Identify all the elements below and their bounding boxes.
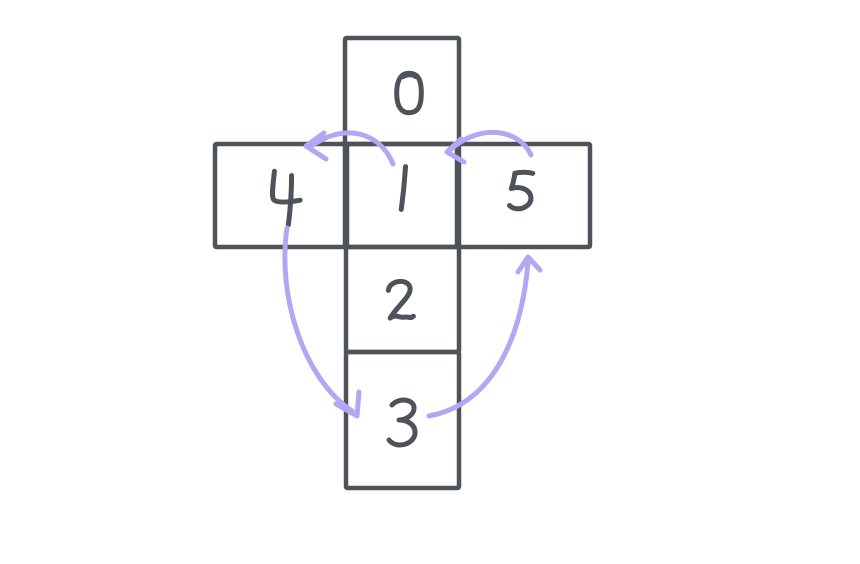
cell-0-border [342, 35, 462, 147]
arrow-5-to-1 [444, 129, 534, 165]
arrow-5-to-1-head [444, 136, 467, 165]
cell-5 [454, 141, 593, 250]
arrow-4-to-3 [282, 225, 362, 419]
cell-1 [342, 141, 462, 250]
arrow-4-to-3-curve [282, 225, 355, 414]
cell-1-digit [401, 167, 405, 210]
cell-0 [342, 35, 462, 147]
cell-0-digit [397, 73, 422, 112]
cell-5-digit [510, 172, 533, 208]
cell-2 [343, 244, 462, 355]
cell-3-digit [389, 400, 415, 445]
arrow-3-to-5-head [515, 254, 543, 275]
cell-3-border [343, 349, 462, 491]
cell-2-digit [388, 281, 413, 318]
arrow-4-to-3-head [333, 389, 362, 419]
arrow-1-to-4-curve [310, 130, 396, 167]
cell-4-digit [272, 171, 300, 225]
cell-3 [343, 349, 462, 491]
arrow-3-to-5-curve [426, 259, 531, 419]
arrow-3-to-5 [426, 254, 543, 419]
arrow-1-to-4 [303, 130, 396, 167]
arrow-1-to-4-head [303, 130, 329, 162]
cell-5-border [454, 141, 593, 250]
